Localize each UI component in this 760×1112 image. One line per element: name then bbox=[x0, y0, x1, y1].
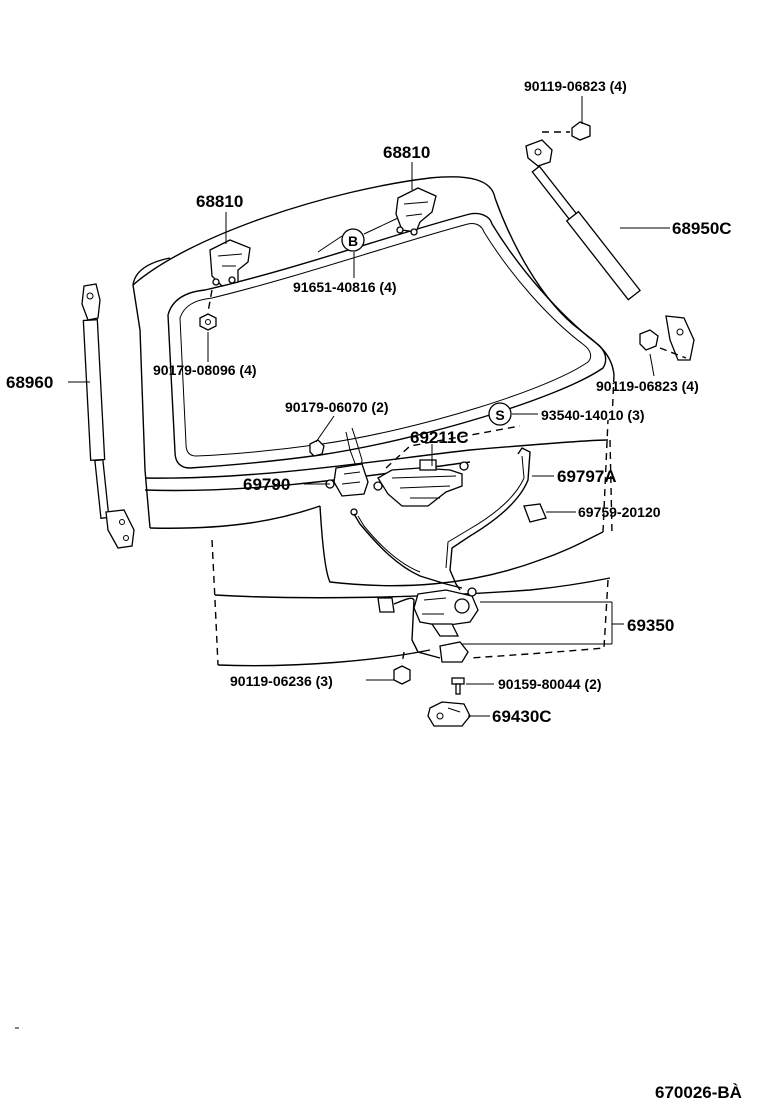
label-90179-08096: 90179-08096 (4) bbox=[153, 362, 257, 378]
callout-b: B bbox=[341, 228, 365, 252]
hinge-left bbox=[209, 239, 251, 287]
callout-s-letter: S bbox=[495, 407, 504, 423]
label-90119-06823-right: 90119-06823 (4) bbox=[596, 378, 699, 394]
clip-69759-20120 bbox=[523, 503, 547, 523]
label-90119-06236: 90119-06236 (3) bbox=[230, 673, 333, 689]
bolt-90119-06236 bbox=[393, 651, 411, 685]
lock-assembly-69790 bbox=[325, 427, 369, 497]
label-69430c: 69430C bbox=[492, 707, 552, 726]
label-68810-right: 68810 bbox=[383, 143, 430, 162]
leader-lines bbox=[68, 96, 670, 717]
label-93540-14010: 93540-14010 (3) bbox=[541, 407, 645, 423]
figure-id-suffix: À bbox=[730, 1083, 742, 1102]
nut-90179-08096 bbox=[199, 289, 217, 331]
stay-damper-left bbox=[81, 283, 135, 549]
label-68960: 68960 bbox=[6, 373, 53, 392]
label-69790: 69790 bbox=[243, 475, 290, 494]
label-90179-06070: 90179-06070 (2) bbox=[285, 399, 389, 415]
stay-damper-right bbox=[525, 121, 695, 361]
label-69211c: 69211C bbox=[410, 428, 469, 447]
callout-s: S bbox=[488, 402, 512, 426]
label-90119-06823-top: 90119-06823 (4) bbox=[524, 78, 627, 94]
lock-cable-69350 bbox=[350, 508, 479, 663]
nut-90119-06823-lower bbox=[639, 329, 659, 351]
striker-69430c bbox=[427, 701, 471, 727]
screw-90159-80044 bbox=[451, 677, 465, 695]
label-69797a: 69797A bbox=[557, 467, 617, 486]
label-91651-40816: 91651-40816 (4) bbox=[293, 279, 397, 295]
back-door-panel bbox=[132, 176, 615, 667]
outside-handle-69211c bbox=[373, 425, 521, 507]
hinge-right bbox=[395, 187, 437, 236]
nut-90179-06070 bbox=[309, 439, 325, 457]
callout-b-letter: B bbox=[348, 233, 358, 249]
label-69350: 69350 bbox=[627, 616, 674, 635]
label-69759-20120: 69759-20120 bbox=[578, 504, 661, 520]
rod-69797a bbox=[445, 447, 531, 591]
label-90159-80044: 90159-80044 (2) bbox=[498, 676, 602, 692]
figure-id-main: 670026-B bbox=[655, 1083, 730, 1102]
label-68810-left: 68810 bbox=[196, 192, 243, 211]
label-68950c: 68950C bbox=[672, 219, 732, 238]
figure-id: 670026-BÀ bbox=[655, 1083, 742, 1102]
